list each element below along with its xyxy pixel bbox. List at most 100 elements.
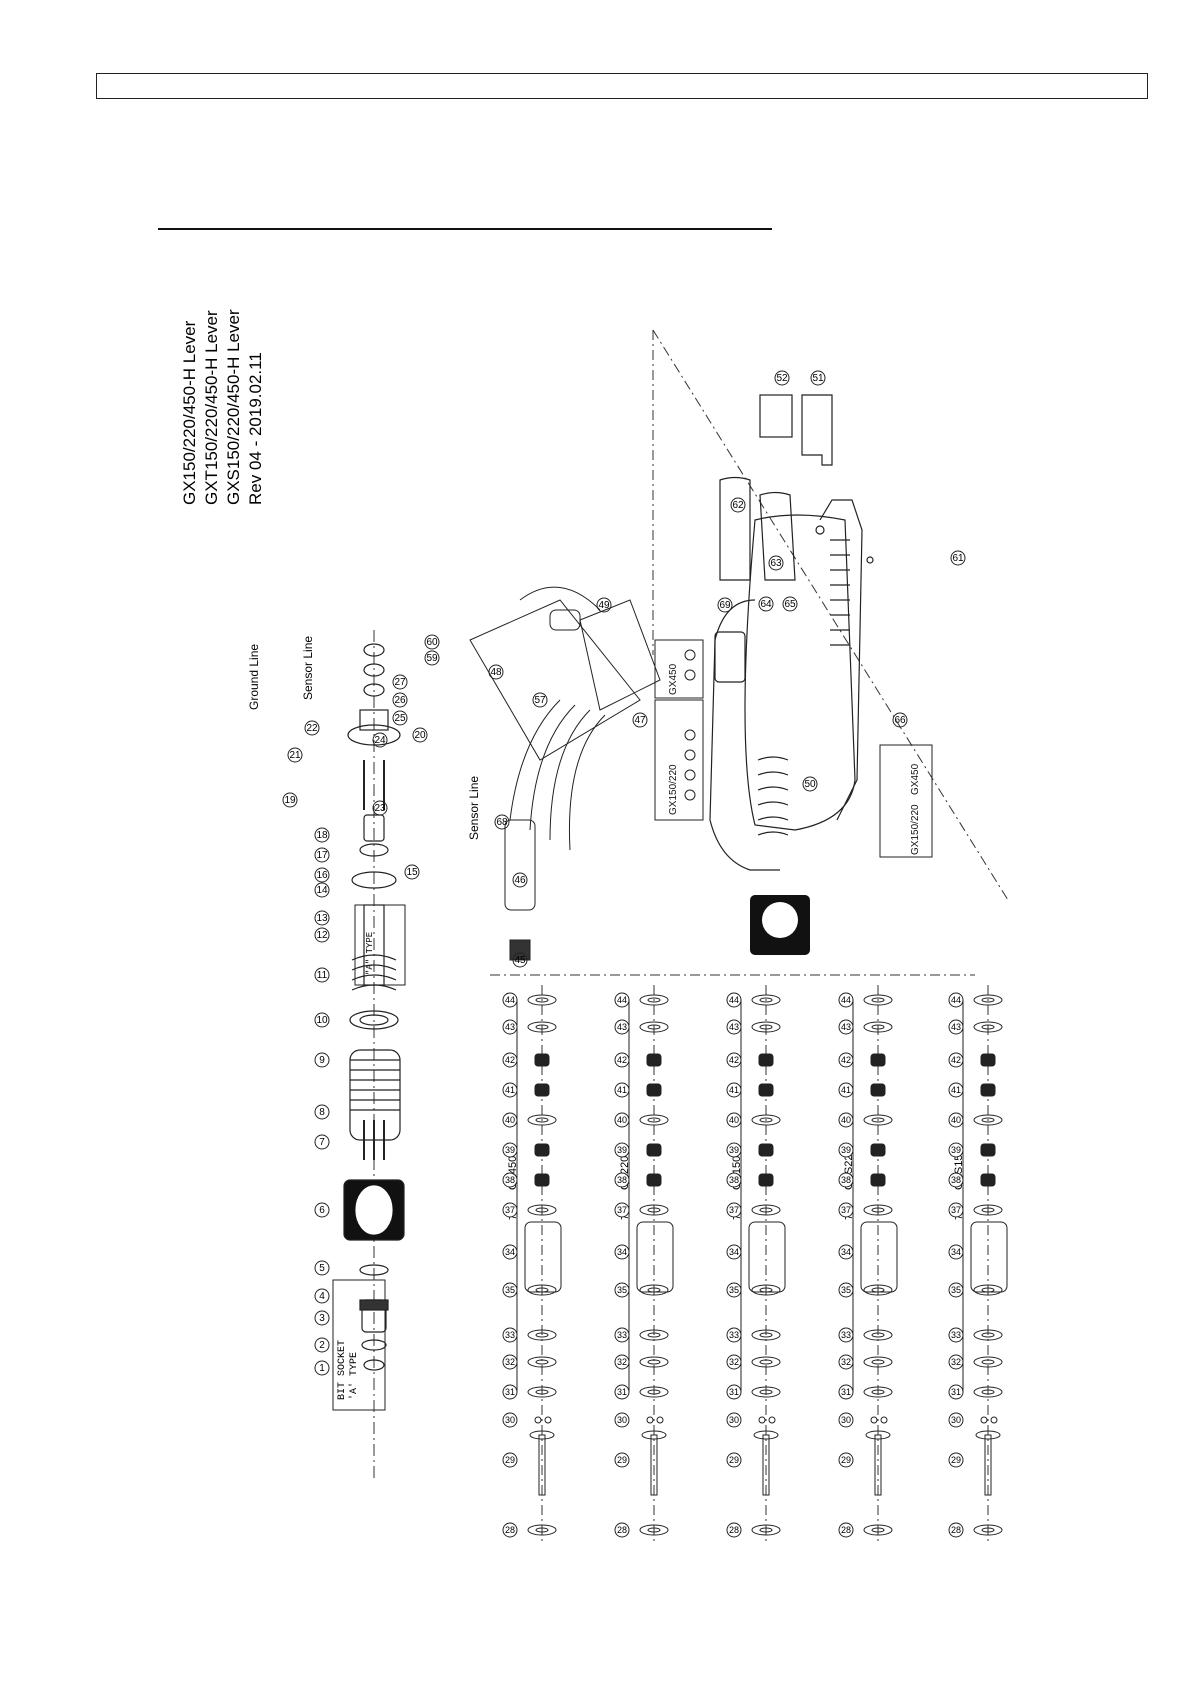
callout-39: [614, 1142, 630, 1158]
part-44-shape: [973, 994, 1003, 1006]
callout-text: 28: [729, 1525, 739, 1535]
title-line-1: GX150/220/450-H Lever: [180, 320, 199, 505]
callout-32: [502, 1354, 518, 1370]
callout-text: 33: [951, 1330, 961, 1340]
callout-44: [502, 992, 518, 1008]
part-42-shape: [870, 1053, 886, 1067]
callout-text: 38: [729, 1175, 739, 1185]
housing-variant-small: GX150/220 GX450: [879, 744, 933, 858]
callout-23: 23: [372, 800, 388, 816]
part-40-shape: [751, 1114, 781, 1126]
callout-3: 3: [314, 1310, 330, 1326]
callout-22: 22: [304, 720, 320, 736]
callout-43: [948, 1019, 964, 1035]
callout-text: 40: [841, 1115, 851, 1125]
part-33-shape: [527, 1329, 557, 1341]
callout-text: 35: [617, 1285, 627, 1295]
callout-61: 61: [950, 550, 966, 566]
callout-32: [838, 1354, 854, 1370]
callout-39: [948, 1142, 964, 1158]
part-34-shape: [860, 1221, 898, 1293]
callout-44: [614, 992, 630, 1008]
callout-33: [838, 1327, 854, 1343]
callout-38: [838, 1172, 854, 1188]
svg-text:Sensor Line: Sensor Line: [467, 776, 481, 840]
svg-text:59: 59: [426, 653, 438, 664]
svg-text:23: 23: [374, 803, 386, 814]
callout-40: [948, 1112, 964, 1128]
part-39-shape: [980, 1143, 996, 1157]
callout-31: [614, 1384, 630, 1400]
svg-text:11: 11: [317, 970, 328, 981]
callout-32: [726, 1354, 742, 1370]
svg-text:57: 57: [534, 695, 546, 706]
callout-20: 20: [412, 727, 428, 743]
callout-44: [726, 992, 742, 1008]
title-block: GX150/220/450-H Lever GXT150/220/450-H L…: [180, 309, 265, 505]
callout-text: 34: [841, 1247, 851, 1257]
callout-text: 30: [729, 1415, 739, 1425]
callout-text: 37: [951, 1205, 961, 1215]
callout-26: 26: [392, 692, 408, 708]
callout-19: 19: [282, 792, 298, 808]
sensor-line-label-2: Sensor Line: [467, 776, 481, 840]
part-28-shape: [751, 1524, 781, 1536]
callout-41: [614, 1082, 630, 1098]
callout-text: 32: [841, 1357, 851, 1367]
svg-text:19: 19: [284, 795, 296, 806]
callout-text: 29: [841, 1455, 851, 1465]
part-43-shape: [863, 1021, 893, 1033]
callout-40: [502, 1112, 518, 1128]
callout-43: [838, 1019, 854, 1035]
callout-text: 41: [617, 1085, 627, 1095]
a-type-label: 'A' TYPE: [348, 1352, 360, 1400]
callout-text: 42: [951, 1055, 961, 1065]
part-30-shape: [870, 1416, 878, 1424]
callout-41: [502, 1082, 518, 1098]
callout-text: 35: [505, 1285, 515, 1295]
callout-29: [614, 1452, 630, 1468]
callout-42: [838, 1052, 854, 1068]
callout-4: 4: [314, 1288, 330, 1304]
callout-28: [948, 1522, 964, 1538]
part-28-shape: [973, 1524, 1003, 1536]
grip-ribs: [757, 756, 789, 836]
svg-text:21: 21: [289, 750, 301, 761]
callout-12: 12: [314, 927, 330, 943]
part-31-shape: [639, 1386, 669, 1398]
part-33-shape: [973, 1329, 1003, 1341]
callout-text: 40: [951, 1115, 961, 1125]
part-43-shape: [639, 1021, 669, 1033]
callout-30: [614, 1412, 630, 1428]
callout-28: [838, 1522, 854, 1538]
svg-text:6: 6: [319, 1205, 325, 1216]
svg-text:20: 20: [414, 730, 426, 741]
part-31-shape: [751, 1386, 781, 1398]
callout-text: 29: [505, 1455, 515, 1465]
part-41-shape: [534, 1083, 550, 1097]
part-32-shape: [751, 1356, 781, 1368]
svg-text:2: 2: [319, 1340, 325, 1351]
callout-text: 28: [841, 1525, 851, 1535]
callout-text: 31: [951, 1387, 961, 1397]
callout-text: 33: [505, 1330, 515, 1340]
svg-text:13: 13: [316, 913, 328, 924]
part-37-shape: [527, 1204, 557, 1216]
callout-33: [726, 1327, 742, 1343]
callout-38: [502, 1172, 518, 1188]
callout-33: [502, 1327, 518, 1343]
callout-text: 31: [729, 1387, 739, 1397]
a-type-box: [354, 904, 406, 986]
callout-37: [502, 1202, 518, 1218]
callout-text: 37: [505, 1205, 515, 1215]
callout-text: 44: [951, 995, 961, 1005]
callout-text: 42: [505, 1055, 515, 1065]
callout-43: [502, 1019, 518, 1035]
callout-text: 32: [951, 1357, 961, 1367]
callout-text: 29: [951, 1455, 961, 1465]
part-30-shape: [758, 1416, 766, 1424]
part-31-shape: [973, 1386, 1003, 1398]
callout-text: 34: [617, 1247, 627, 1257]
bit-socket-label: BIT SOCKET: [337, 1340, 348, 1400]
callout-34: [726, 1244, 742, 1260]
